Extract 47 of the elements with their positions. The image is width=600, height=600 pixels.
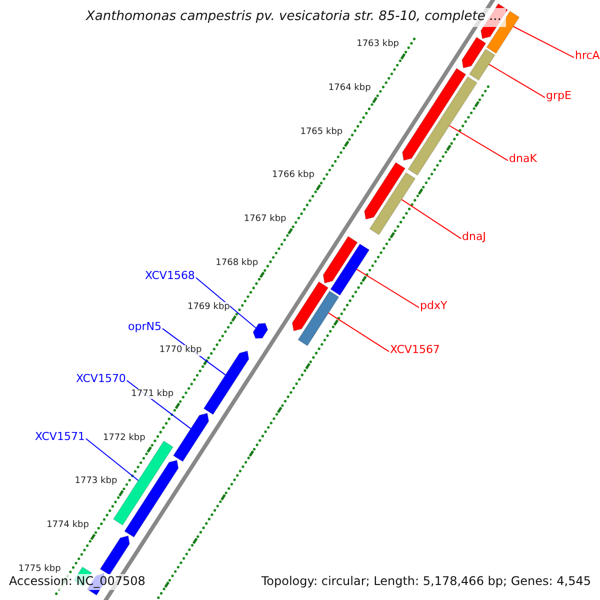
gene-label: oprN5 (128, 321, 162, 334)
scale-label: 1763 kbp (356, 39, 399, 50)
scale-label: 1765 kbp (300, 126, 343, 138)
scale-label: 1766 kbp (272, 170, 314, 181)
gene-label: pdxY (420, 300, 448, 313)
leader-line (85, 438, 139, 481)
leader-line (356, 268, 420, 308)
leader-line (512, 26, 574, 58)
scale-label: 1775 kbp (18, 564, 61, 574)
gene-segment (408, 76, 478, 176)
scale-label: 1764 kbp (328, 83, 371, 94)
gene-segment (486, 10, 520, 54)
scale-label: 1768 kbp (216, 258, 258, 268)
leader-line (488, 64, 546, 98)
gene-segment (402, 68, 466, 161)
gene-segment (330, 243, 370, 296)
gene-label: XCV1571 (35, 431, 85, 444)
gene-segment (462, 36, 486, 68)
scale-label: 1769 kbp (187, 302, 230, 312)
scale-label: 1770 kbp (159, 345, 202, 356)
leader-line (328, 312, 390, 352)
gene-segment (292, 281, 329, 332)
scale-label: 1772 kbp (102, 432, 146, 443)
gene-label: XCV1567 (390, 344, 440, 357)
gene-label: XCV1568 (145, 270, 195, 283)
gene-segment (124, 460, 179, 538)
gene-segment (468, 48, 496, 81)
gene-label: dnaJ (462, 231, 486, 244)
gene-label: hrcA (575, 50, 600, 63)
gene-label: dnaK (509, 153, 537, 166)
gene-segment (322, 236, 358, 284)
gene-segment (203, 350, 250, 416)
scale-label: 1774 kbp (46, 520, 89, 530)
scale-label: 1773 kbp (74, 476, 118, 487)
gene-segment (100, 535, 130, 576)
gene-segment (172, 412, 210, 462)
gene-segment (369, 172, 416, 236)
leader-line (195, 277, 256, 328)
gene-label: grpE (546, 90, 572, 103)
scale-label: 1771 kbp (131, 388, 174, 400)
gene-label: XCV1570 (76, 373, 126, 386)
gene-segment (364, 162, 406, 220)
gene-segment (298, 290, 340, 346)
gene-segment (252, 322, 268, 339)
leader-line (448, 125, 508, 162)
scale-label: 1767 kbp (244, 214, 286, 224)
leader-line (401, 199, 462, 240)
